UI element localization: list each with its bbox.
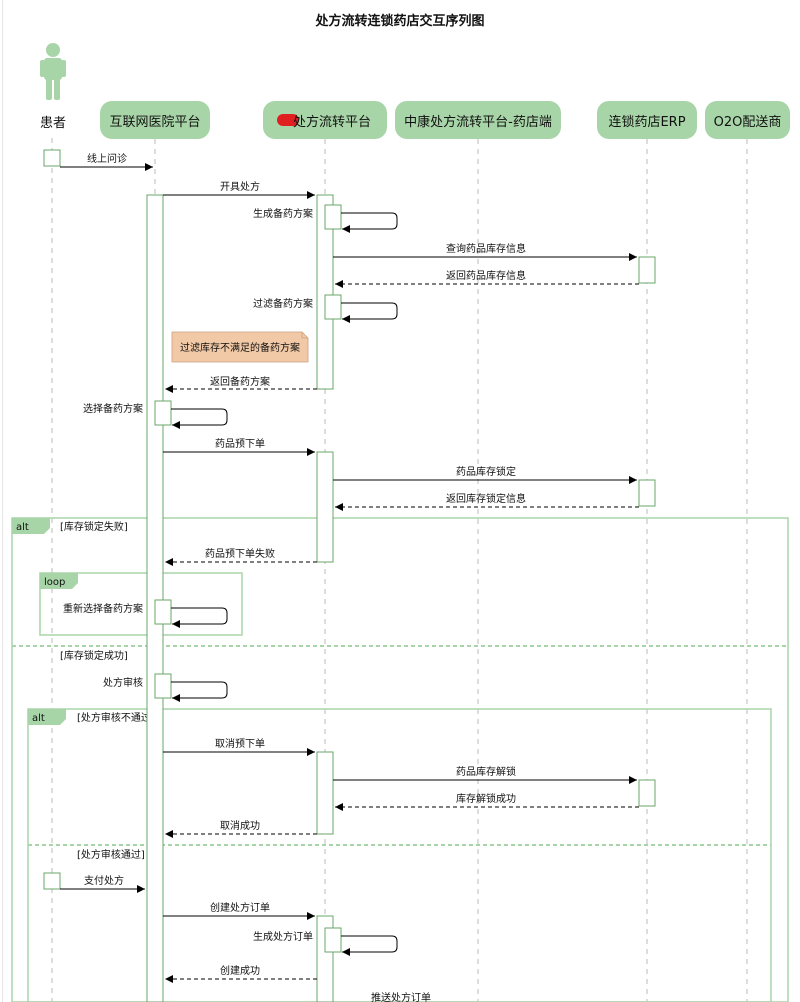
activation-hospital-self-2 [154,599,172,625]
msg-label-17: 取消成功 [220,819,260,832]
fragment-labels: alt [库存锁定失败] [库存锁定成功] loop alt [处方审核不通过]… [16,520,155,861]
fragment-tabs [12,518,78,725]
participant-erp: 连锁药店ERP [597,101,697,139]
alt-frame-2 [27,708,772,1002]
msg-label-22: 推送处方订单 [371,991,431,1002]
participant-erp-label: 连锁药店ERP [608,114,686,130]
msg-label-19: 创建处方订单 [210,901,270,914]
alt-1-guard-1: [库存锁定失败] [60,520,128,533]
fragments [11,517,789,1002]
activation-hospital-main [146,194,164,1002]
msg-label-11: 药品预下单失败 [205,547,275,560]
alt-frame-1 [11,517,789,1002]
msg-label-6: 返回备药方案 [210,375,270,388]
participant-zhongkang-label: 中康处方流转平台-药店端 [404,114,552,130]
activation-erp-1 [638,256,656,284]
msg-label-13: 处方审核 [103,676,143,689]
msg-label-21: 创建成功 [220,964,260,977]
participant-hospital-label: 互联网医院平台 [109,114,201,130]
activation-hospital-self-3 [154,673,172,699]
msg-label-16: 库存解锁成功 [456,792,516,805]
message-arrows [60,163,639,983]
alt-2-tab-label: alt [32,713,45,724]
msg-label-3: 查询药品库存信息 [446,242,526,255]
activation-platform-self-3 [324,927,342,953]
msg-label-8: 药品预下单 [215,438,265,450]
activation-platform-3 [316,751,334,835]
note: 过滤库存不满足的备药方案 [171,331,309,363]
msg-label-4: 返回药品库存信息 [446,269,526,282]
participant-platform-label: 处方流转平台 [292,114,371,130]
participant-o2o: O2O配送商 [705,101,790,139]
activation-erp-2 [638,479,656,507]
msg-arrow-2 [341,212,398,233]
msg-label-15: 药品库存解锁 [456,765,516,778]
participant-o2o-label: O2O配送商 [713,114,782,130]
note-text: 过滤库存不满足的备药方案 [180,341,300,354]
msg-label-18: 支付处方 [84,874,124,887]
alt-1-tab [12,518,50,534]
activation-erp-3 [638,779,656,807]
msg-arrow-7 [171,408,228,429]
msg-label-2: 生成备药方案 [253,207,313,220]
patient-stick-figure [40,43,66,100]
message-labels: 线上问诊 开具处方 生成备药方案 查询药品库存信息 返回药品库存信息 过滤备药方… [63,152,526,1002]
activation-platform-2 [316,451,334,563]
participant-hospital: 互联网医院平台 [100,101,210,139]
activation-platform-self-1 [324,204,342,230]
activation-patient-1 [43,149,61,167]
msg-label-14: 取消预下单 [215,737,265,750]
activation-hospital-self-1 [154,400,172,426]
msg-label-9: 药品库存锁定 [456,465,516,478]
msg-arrow-12 [171,607,228,628]
alt-2-tab [28,709,66,725]
alt-2-guard-2: [处方审核通过] [77,848,145,861]
participant-zhongkang: 中康处方流转平台-药店端 [395,101,561,139]
activation-patient-2 [43,872,61,890]
loop-frame [39,572,243,636]
msg-label-10: 返回库存锁定信息 [446,492,526,505]
loop-tab [40,573,78,589]
msg-label-12: 重新选择备药方案 [63,602,143,615]
alt-2-guard-1: [处方审核不通过] [77,711,155,724]
alt-1-tab-label: alt [16,522,29,533]
msg-label-0: 线上问诊 [87,152,127,165]
page-edge [2,0,3,1002]
msg-label-20: 生成处方订单 [253,930,313,943]
activation-platform-self-2 [324,294,342,320]
msg-label-7: 选择备药方案 [83,402,143,415]
activations [43,149,656,1002]
msg-arrow-20 [341,935,398,956]
loop-tab-label: loop [44,577,65,588]
alt-1-guard-2: [库存锁定成功] [60,649,128,662]
msg-arrow-5 [341,302,398,323]
activation-platform-1 [316,194,334,390]
diagram-title: 处方流转连锁药店交互序列图 [315,14,485,29]
participant-patient-label: 患者 [40,116,67,131]
msg-label-1: 开具处方 [220,180,260,193]
msg-arrow-13 [171,681,228,702]
redaction-mark [276,114,299,126]
participant-platform: 处方流转平台 [263,101,387,139]
msg-label-5: 过滤备药方案 [253,297,313,310]
